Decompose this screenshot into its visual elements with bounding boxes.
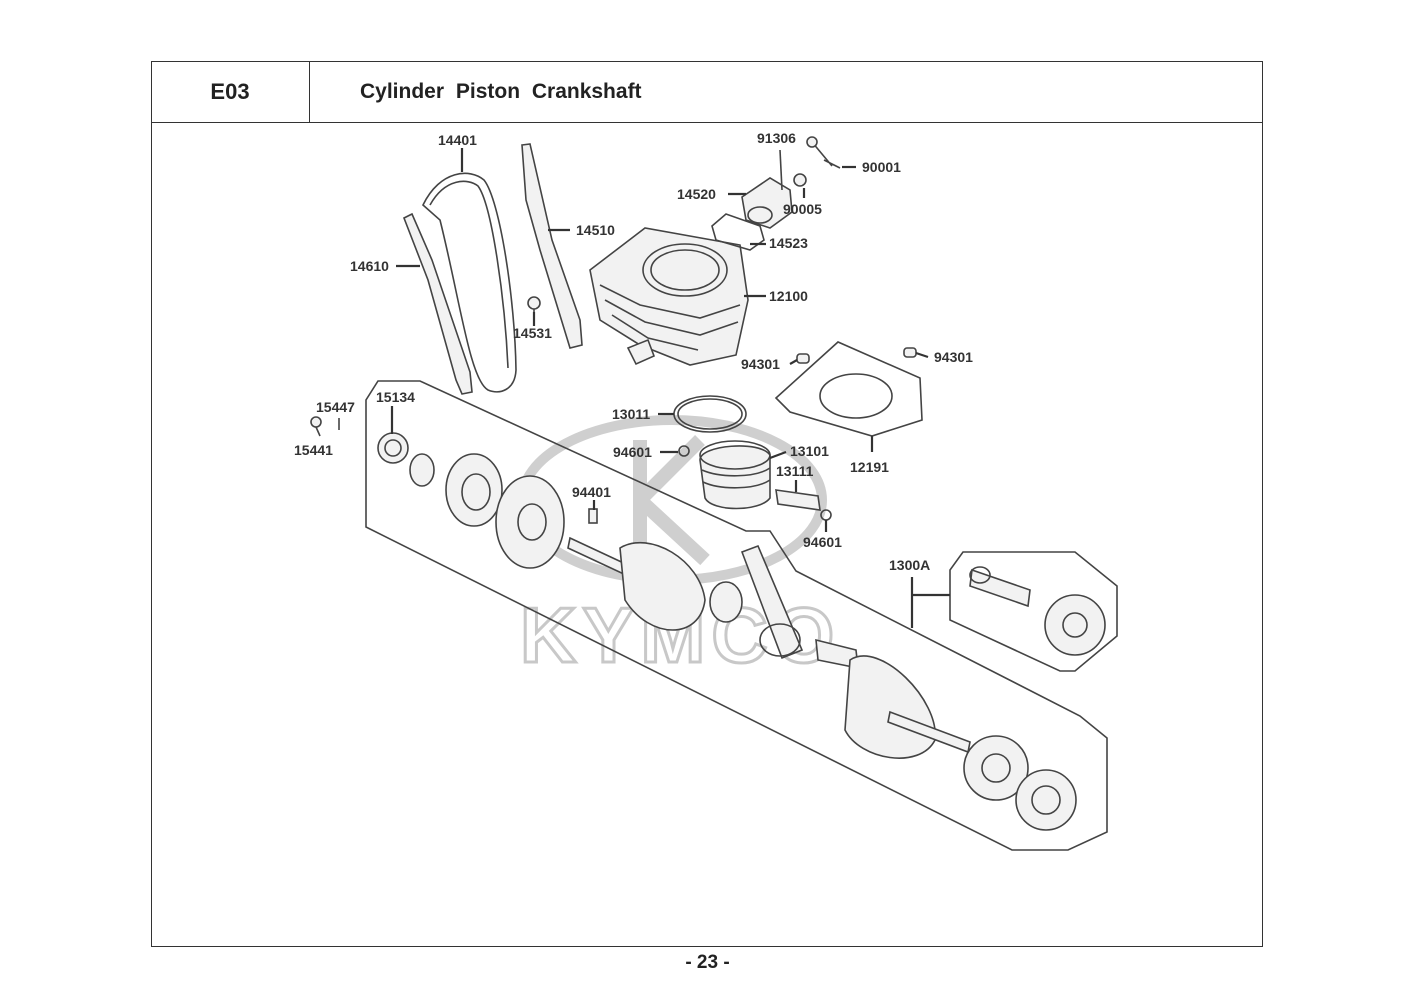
callout-94601-upper: 94601	[613, 444, 652, 460]
page-number: - 23 -	[685, 952, 730, 973]
tensioner-gasket	[711, 213, 765, 251]
cylinder-block	[589, 227, 749, 366]
callout-90001: 90001	[862, 159, 901, 175]
callout-14520: 14520	[677, 186, 716, 202]
callout-13111: 13111	[776, 463, 814, 479]
callout-94601-lower: 94601	[803, 534, 842, 550]
tensioner-bolts	[779, 136, 841, 191]
dowel-pin	[796, 353, 810, 364]
chain-roller-parts	[310, 416, 340, 437]
crankshaft-assembly	[377, 432, 1077, 831]
callout-14510: 14510	[576, 222, 615, 238]
part-number-labels: 14401 91306 90001 14520 90005 14510 1452…	[294, 130, 973, 573]
cylinder-head-gasket	[774, 341, 923, 437]
dowel-pin	[903, 347, 917, 358]
section-code: E03	[151, 61, 310, 123]
callout-12100: 12100	[769, 288, 808, 304]
callout-1300A: 1300A	[889, 557, 930, 573]
cam-chain	[422, 172, 517, 393]
callout-15134: 15134	[376, 389, 415, 405]
callout-15447: 15447	[316, 399, 355, 415]
callout-14523: 14523	[769, 235, 808, 251]
gasket-bore	[819, 373, 893, 419]
callout-14610: 14610	[350, 258, 389, 274]
callout-94401: 94401	[572, 484, 611, 500]
balancer-leader	[910, 577, 950, 628]
piston	[699, 440, 771, 510]
callout-94301-left: 94301	[741, 356, 780, 372]
callout-12191: 12191	[850, 459, 889, 475]
callout-13101: 13101	[790, 443, 829, 459]
diagram-frame	[151, 61, 1263, 947]
callout-91306: 91306	[757, 130, 796, 146]
callout-14531: 14531	[513, 325, 552, 341]
callout-94301-right: 94301	[934, 349, 973, 365]
piston-pin	[775, 489, 821, 511]
piston-pin-clip	[678, 445, 690, 457]
chain-tensioner	[741, 177, 793, 229]
chain-guide	[521, 143, 583, 349]
leader-lines	[390, 148, 929, 532]
balancer-assembly	[969, 566, 1106, 656]
callout-14401: 14401	[438, 132, 477, 148]
page-title: Cylinder Piston Crankshaft	[310, 61, 1263, 123]
chain-tensioner-slipper	[402, 212, 473, 395]
callout-15441: 15441	[294, 442, 333, 458]
crankshaft-group-outline	[365, 380, 1108, 851]
callout-13011: 13011	[612, 406, 650, 422]
balancer-group-outline	[949, 551, 1118, 672]
callout-90005: 90005	[783, 201, 822, 217]
